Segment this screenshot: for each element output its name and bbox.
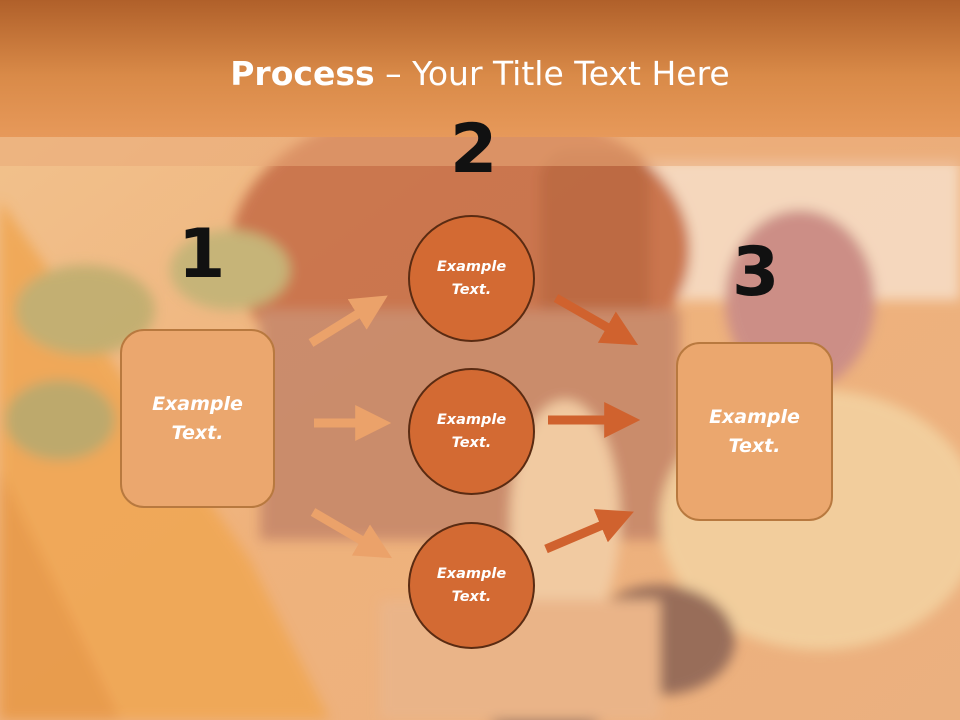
step-3-box: Example Text. — [676, 342, 833, 521]
title-bar — [0, 0, 960, 137]
title-bold: Process — [230, 54, 375, 93]
step-2-circle-bottom: Example Text. — [408, 522, 535, 649]
step-number-1: 1 — [178, 215, 226, 294]
circle-top-text: Example Text. — [436, 258, 507, 298]
step-number-3: 3 — [732, 233, 780, 312]
title-rest: – Your Title Text Here — [374, 54, 730, 93]
header-band — [0, 137, 960, 166]
arrow-bottom-to-3 — [544, 509, 634, 554]
step-1-text: Example Text. — [152, 392, 243, 444]
step-1-box: Example Text. — [120, 329, 275, 508]
arrow-1-to-bottom — [310, 508, 392, 559]
step-3-text: Example Text. — [709, 405, 800, 457]
step-number-2: 2 — [450, 110, 498, 189]
arrow-1-to-top — [308, 295, 388, 347]
step-2-circle-middle: Example Text. — [408, 368, 535, 495]
circle-bottom-text: Example Text. — [436, 565, 507, 605]
step-2-circle-top: Example Text. — [408, 215, 535, 342]
slide-title: Process – Your Title Text Here — [0, 52, 960, 96]
circle-middle-text: Example Text. — [436, 411, 507, 451]
arrow-top-to-3 — [553, 294, 639, 346]
